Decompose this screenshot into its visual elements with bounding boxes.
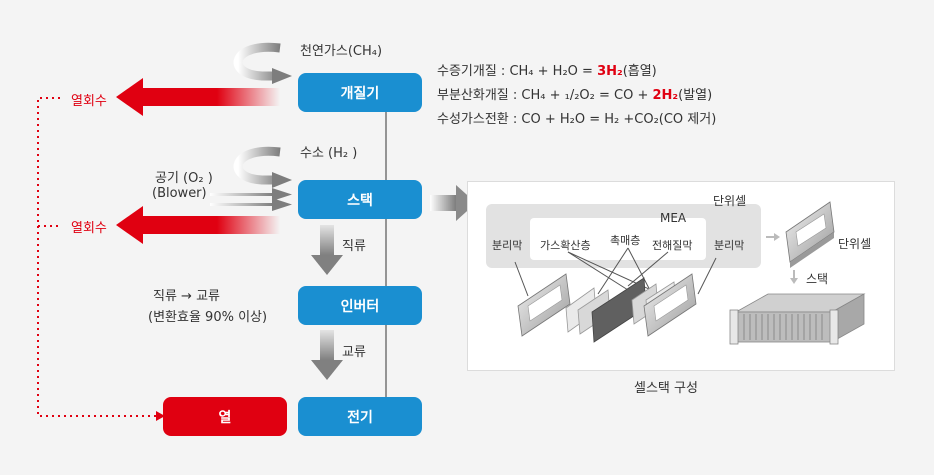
hydrogen-input-arrow xyxy=(233,146,292,188)
hydrogen-label: 수소 (H₂ ) xyxy=(300,146,358,161)
natural-gas-label: 천연가스(CH₄) xyxy=(300,44,383,59)
cell-stack-panel: 단위셀 MEA 분리막 가스확산층 촉매층 전해질막 분리막 단위셀 스택 xyxy=(467,181,895,371)
ac-label: 교류 xyxy=(342,345,366,360)
blower-label: (Blower) xyxy=(152,186,207,201)
reaction-steam-reforming: 수증기개질 : CH₄ + H₂O = 3H₂(흡열) xyxy=(437,64,657,79)
stack-to-cell-arrow xyxy=(430,185,476,221)
dc-label: 직류 xyxy=(342,239,366,254)
separator-right-label: 분리막 xyxy=(714,239,745,252)
separator-plate-right xyxy=(643,273,697,337)
separator-plate-left xyxy=(517,273,571,337)
electrolyte-label: 전해질막 xyxy=(652,239,693,252)
dc-down-arrow xyxy=(311,225,343,275)
unit-cell-icon xyxy=(785,201,835,268)
efficiency-label: (변환효율 90% 이상) xyxy=(148,310,268,325)
electricity-label: 전기 xyxy=(347,409,373,426)
catalyst-label: 촉매층 xyxy=(610,234,641,247)
unit-cell-right-label: 단위셀 xyxy=(838,237,872,251)
air-label: 공기 (O₂ ) xyxy=(155,171,213,186)
heat-feedback-dotted-line xyxy=(37,97,158,417)
mea-label: MEA xyxy=(660,211,687,225)
reformer-box: 개질기 xyxy=(298,73,422,112)
electricity-box: 전기 xyxy=(298,397,422,436)
natural-gas-input-arrow xyxy=(233,42,292,84)
stack-icon xyxy=(729,293,866,345)
heat-recovery-label-2: 열회수 xyxy=(71,221,107,236)
cell-stack-graphics xyxy=(486,201,866,345)
inverter-label: 인버터 xyxy=(340,298,380,315)
stack-box: 스택 xyxy=(298,180,422,219)
stack-label: 스택 xyxy=(347,192,373,209)
unit-cell-label: 단위셀 xyxy=(713,194,747,208)
reaction-water-gas-shift: 수성가스전환 : CO + H₂O = H₂ +CO₂(CO 제거) xyxy=(437,112,717,127)
inverter-box: 인버터 xyxy=(298,286,422,325)
air-input-arrows xyxy=(210,188,292,211)
heat-recovery-label-1: 열회수 xyxy=(71,94,107,109)
cell-stack-caption: 셀스택 구성 xyxy=(634,381,698,396)
gas-diffusion-label: 가스확산층 xyxy=(540,239,591,252)
reformer-label: 개질기 xyxy=(340,85,380,102)
separator-left-label: 분리막 xyxy=(492,239,523,252)
dc-to-ac-label: 직류 → 교류 xyxy=(153,289,220,304)
reaction-partial-oxidation: 부분산화개질 : CH₄ + ₁/₂O₂ = CO + 2H₂(발열) xyxy=(437,88,713,103)
heat-recovery-arrow-2 xyxy=(116,206,280,244)
heat-label: 열 xyxy=(218,409,232,426)
heat-box: 열 xyxy=(163,397,287,436)
heat-recovery-arrow-1 xyxy=(116,78,280,116)
stack-right-label: 스택 xyxy=(806,272,829,286)
mea-area xyxy=(530,218,706,260)
ac-down-arrow xyxy=(311,330,343,380)
